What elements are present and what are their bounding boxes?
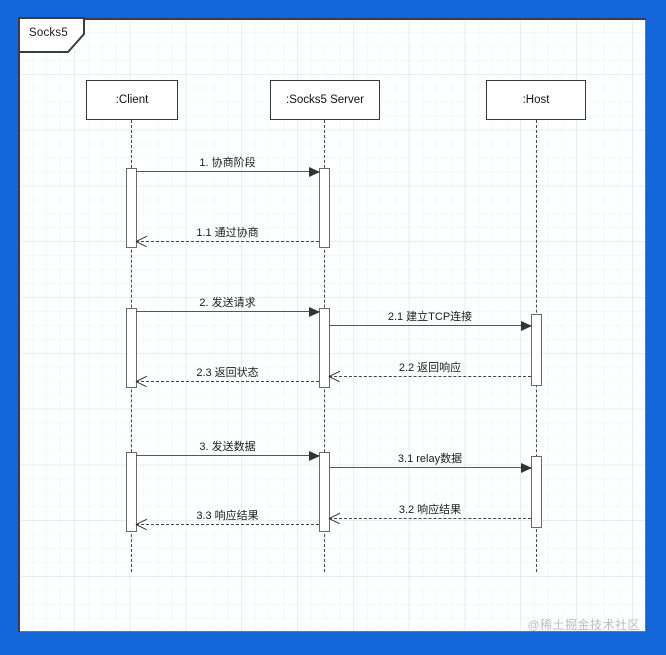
activation-bar-client [126,452,137,532]
participant-label: :Socks5 Server [286,94,364,106]
message-label-m2: 2. 发送请求 [199,297,256,309]
message-line-m1 [136,171,319,172]
message-line-m3_2 [329,518,531,519]
arrowhead-m3_3 [136,519,147,530]
message-label-m3_3: 3.3 响应结果 [196,510,259,522]
participant-box-socks5-server[interactable]: :Socks5 Server [270,80,380,120]
arrowhead-m2_3 [136,376,147,387]
arrowhead-m3_2 [329,513,340,524]
arrowhead-m3_1 [521,463,532,473]
arrowhead-m1 [309,167,320,177]
arrowhead-m2_1 [521,321,532,331]
fragment-label: Socks5 [29,27,68,39]
activation-bar-socks5-server [319,452,330,532]
message-line-m1_1 [136,241,319,242]
message-label-m3_1: 3.1 relay数据 [397,453,463,465]
activation-bar-host [531,456,542,528]
arrowhead-m2_2 [329,371,340,382]
activation-bar-client [126,308,137,388]
message-line-m2_3 [136,381,319,382]
watermark-text: @稀土掘金技术社区 [527,618,640,632]
uml-frame-top-border [82,18,646,20]
message-label-m2_2: 2.2 返回响应 [398,362,462,374]
message-label-m1_1: 1.1 通过协商 [196,227,259,239]
message-line-m3_3 [136,524,319,525]
participant-box-client[interactable]: :Client [86,80,178,120]
message-line-m3 [136,455,319,456]
message-line-m2 [136,311,319,312]
message-line-m2_1 [329,325,531,326]
participant-label: :Client [115,94,149,106]
message-label-m2_3: 2.3 返回状态 [196,367,259,379]
message-line-m2_2 [329,376,531,377]
arrowhead-m2 [309,307,320,317]
participant-label: :Host [522,94,550,106]
message-label-m3: 3. 发送数据 [199,441,256,453]
message-label-m3_2: 3.2 响应结果 [398,504,462,516]
activation-bar-socks5-server [319,308,330,388]
activation-bar-host [531,314,542,386]
arrowhead-m1_1 [136,236,147,247]
activation-bar-socks5-server [319,168,330,248]
activation-bar-client [126,168,137,248]
arrowhead-m3 [309,451,320,461]
message-label-m1: 1. 协商阶段 [199,157,256,169]
participant-box-host[interactable]: :Host [486,80,586,120]
message-label-m2_1: 2.1 建立TCP连接 [387,311,473,323]
socks5-fragment-tab [18,17,85,53]
message-line-m3_1 [329,467,531,468]
